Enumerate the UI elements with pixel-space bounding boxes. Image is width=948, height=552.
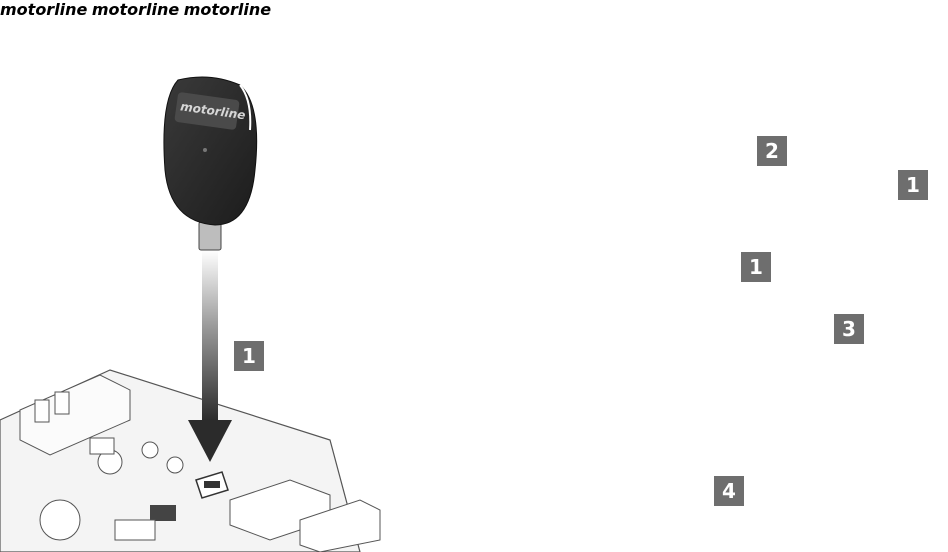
left-board-illustration (0, 370, 380, 552)
receiver-key-left: motorline (164, 77, 257, 250)
step-2-place-badge: 2 (757, 136, 787, 166)
step-3-cable-badge: 3 (834, 314, 864, 344)
step-1-insert-badge: 1 (234, 341, 264, 371)
insert-arrow (188, 250, 232, 462)
step-1-wall-hole-badge: 1 (898, 170, 928, 200)
step-1-screw-badge: 1 (741, 252, 771, 282)
step-4-plug-badge: 4 (714, 476, 744, 506)
